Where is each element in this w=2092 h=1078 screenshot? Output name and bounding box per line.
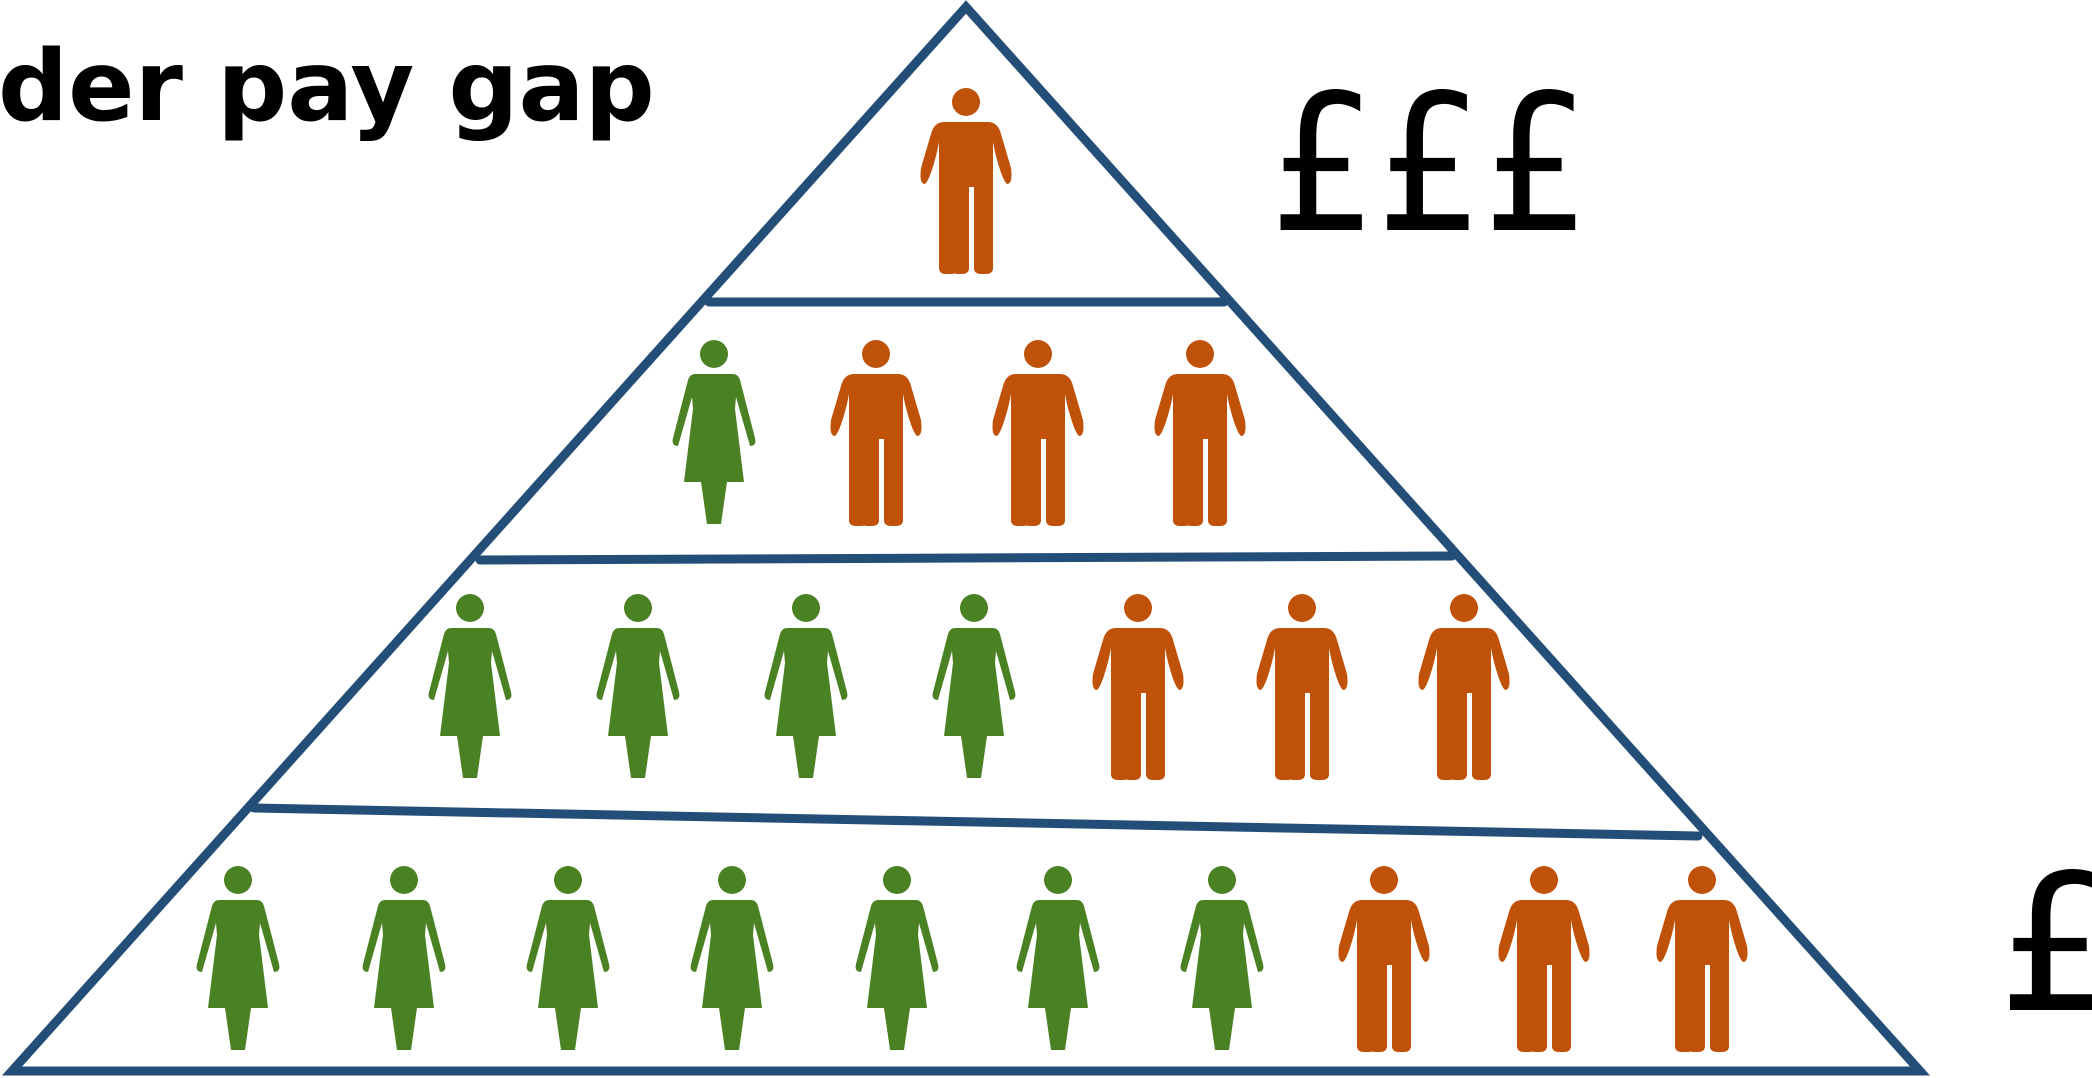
- woman-icon: [362, 866, 446, 1050]
- woman-icon: [932, 594, 1016, 778]
- man-icon: [830, 340, 922, 526]
- woman-icon: [1180, 866, 1264, 1050]
- woman-icon: [196, 866, 280, 1050]
- pyramid: [1, 0, 1931, 1076]
- woman-icon: [596, 594, 680, 778]
- man-icon: [1338, 866, 1430, 1052]
- man-icon: [992, 340, 1084, 526]
- woman-icon: [428, 594, 512, 778]
- woman-icon: [526, 866, 610, 1050]
- man-icon: [1256, 594, 1348, 780]
- man-icon: [1418, 594, 1510, 780]
- tier-bottom: [196, 866, 1748, 1052]
- man-icon: [1498, 866, 1590, 1052]
- man-icon: [1656, 866, 1748, 1052]
- woman-icon: [855, 866, 939, 1050]
- woman-icon: [672, 340, 756, 524]
- man-icon: [1154, 340, 1246, 526]
- woman-icon: [690, 866, 774, 1050]
- chart-title: der pay gap: [0, 30, 655, 144]
- tier-top: [920, 88, 1012, 274]
- woman-icon: [764, 594, 848, 778]
- high-pay-label: £££: [1270, 54, 1590, 275]
- man-icon: [920, 88, 1012, 274]
- tier-divider-2: [475, 551, 1457, 565]
- low-pay-label: £: [1998, 834, 2092, 1055]
- tier-divider-3: [249, 803, 1703, 841]
- tier-lower-middle: [428, 594, 1510, 780]
- man-icon: [1092, 594, 1184, 780]
- woman-icon: [1016, 866, 1100, 1050]
- tier-upper-middle: [672, 340, 1246, 526]
- pyramid-outline: [1, 0, 1931, 1076]
